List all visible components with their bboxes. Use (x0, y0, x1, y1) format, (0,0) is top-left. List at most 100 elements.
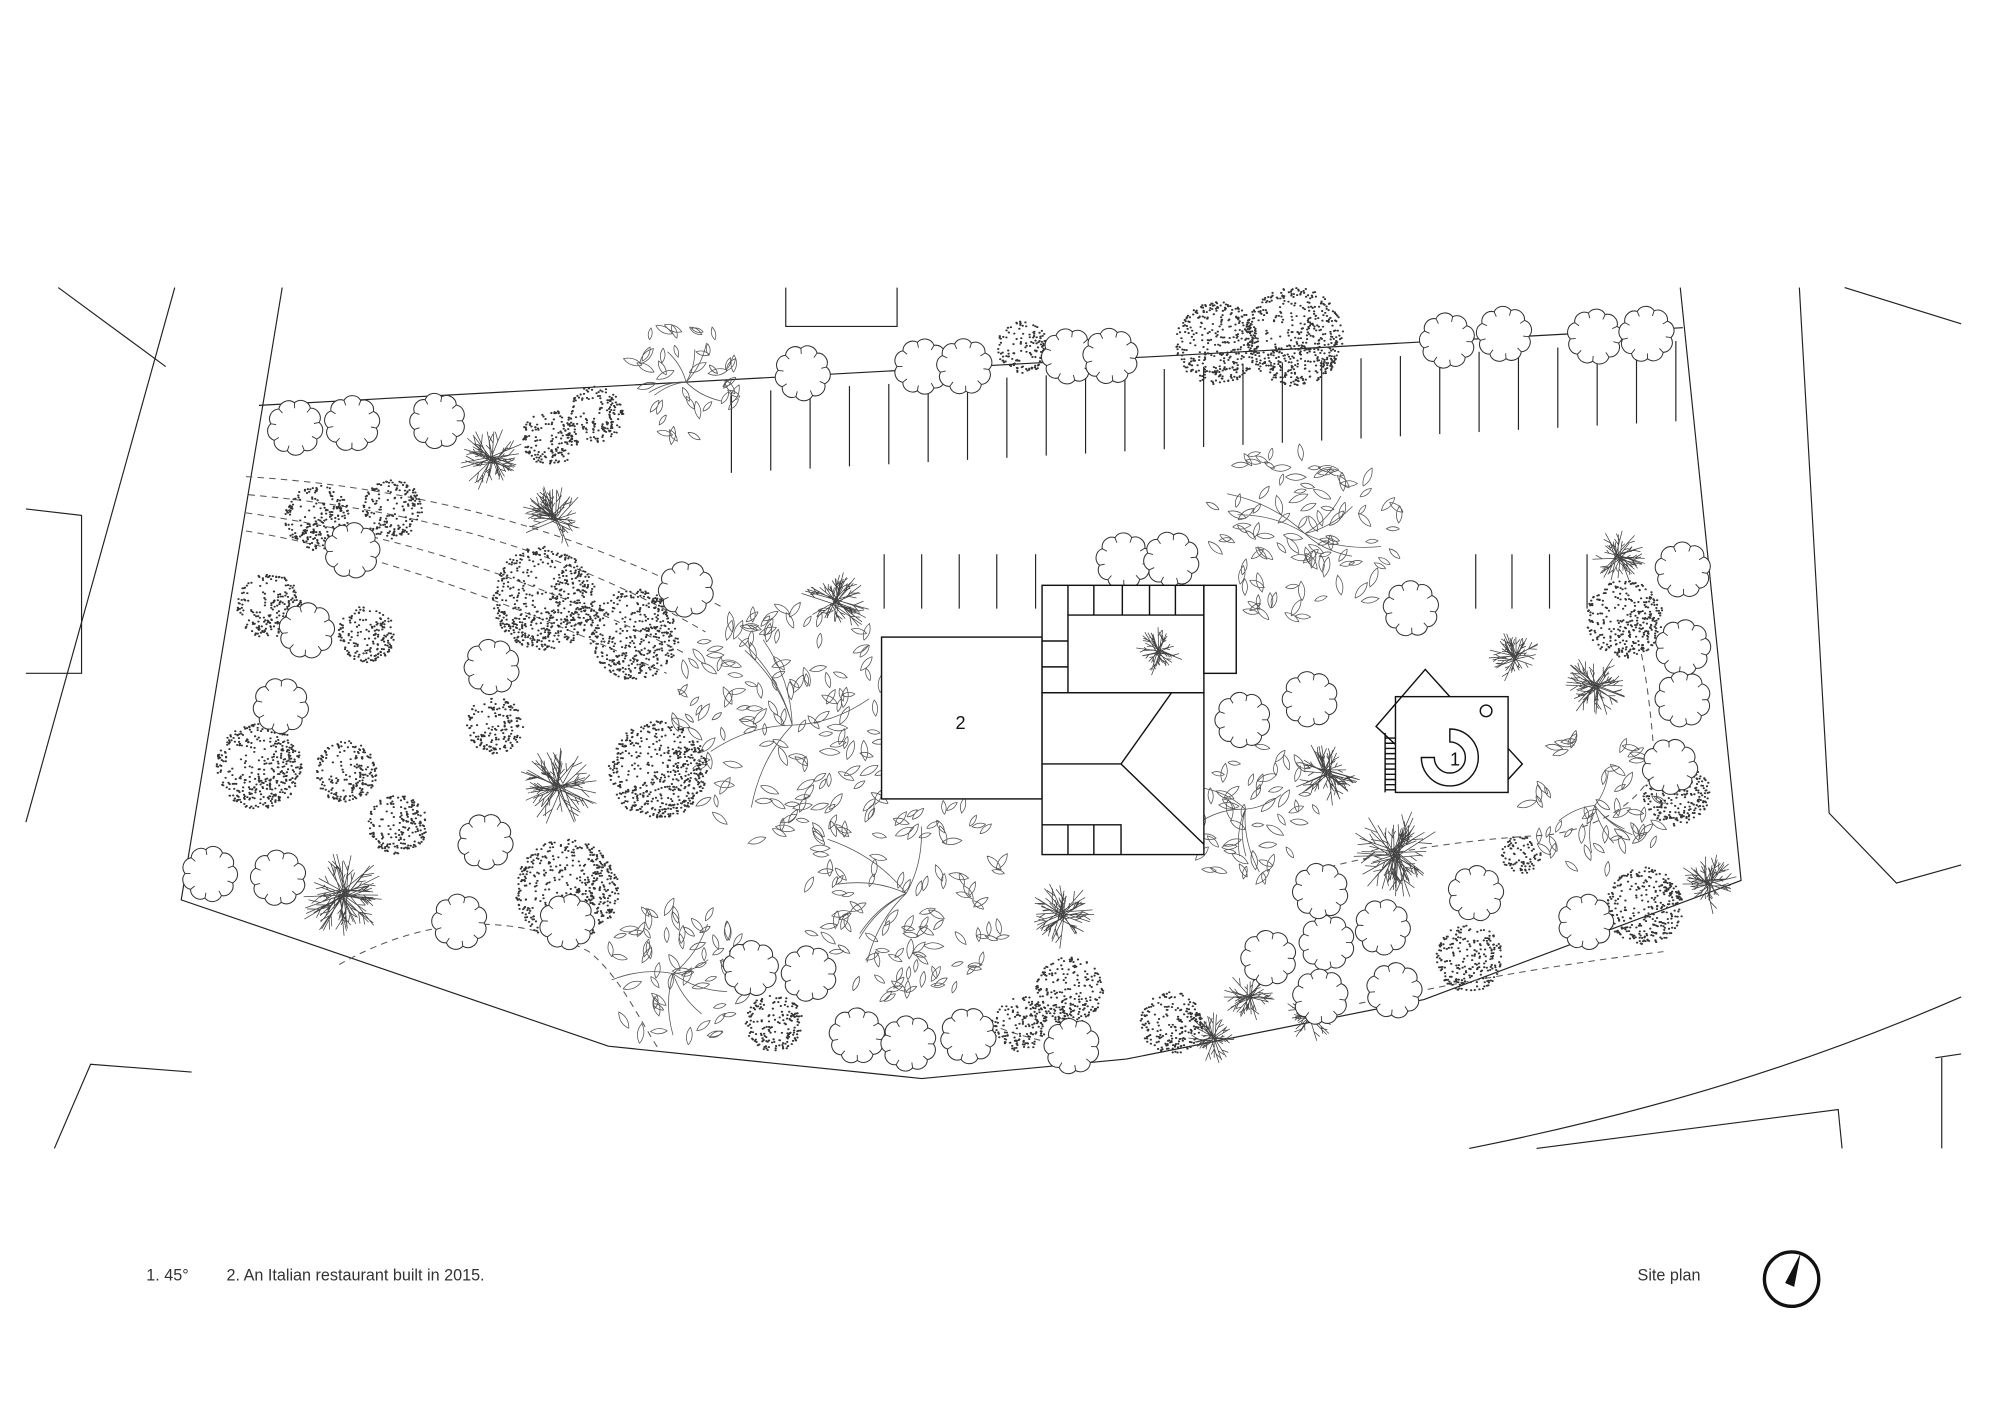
shrub-spiky (520, 747, 597, 824)
building-2-restaurant (880, 584, 1237, 856)
tree-round-canopy (463, 638, 520, 696)
tree-round-canopy (1143, 531, 1200, 588)
tree-round (940, 1008, 997, 1065)
tree-round-canopy (1298, 914, 1355, 971)
tree-round-canopy (1095, 532, 1152, 589)
tree-round-notches (1358, 902, 1407, 952)
tree-round (1654, 671, 1711, 728)
tree-round (1043, 1018, 1100, 1075)
tree-round (324, 522, 381, 579)
footpath (245, 476, 726, 610)
tree-round (1382, 580, 1439, 637)
tree-round-notches (542, 897, 591, 947)
footpath (245, 530, 667, 674)
tree-round (324, 395, 381, 451)
tree-round-notches (1423, 316, 1472, 366)
tree-round (1642, 739, 1699, 795)
tree-stipple (361, 479, 424, 540)
tree-round-canopy (1475, 305, 1533, 362)
tree-stipple (588, 588, 680, 680)
tree-round-notches (940, 342, 989, 392)
road-edge (1469, 996, 1962, 1149)
tree-stipple (1606, 866, 1683, 945)
tree-round-notches (1645, 741, 1695, 791)
tree-round-notches (1296, 866, 1346, 915)
tree-round (936, 338, 993, 395)
tree-round-canopy (1642, 739, 1699, 795)
tree-stipple (997, 320, 1050, 374)
tree-round (457, 814, 514, 870)
tree-round (1143, 531, 1200, 588)
tree-stipple (315, 740, 378, 803)
tree-round (1447, 865, 1505, 922)
legend-item-1: 1. 45° (146, 1266, 188, 1284)
shrub-spiky (1136, 627, 1183, 676)
tree-round-notches (461, 817, 510, 866)
tree-round (1567, 308, 1624, 365)
tree-round-notches (1570, 312, 1619, 362)
tree-round-notches (1451, 869, 1500, 918)
tree-round-canopy (278, 602, 335, 659)
tree-round (249, 849, 306, 906)
tree-round-notches (1622, 310, 1672, 359)
tree-round-canopy (249, 849, 306, 906)
tree-round (1298, 914, 1355, 971)
tree-round-notches (254, 853, 303, 903)
spiral-ramp (1420, 728, 1479, 787)
road-edges (25, 287, 1962, 1150)
footpath (1317, 776, 1651, 871)
tree-round (722, 940, 779, 996)
bottom-bays (1042, 824, 1122, 855)
tree-round (463, 638, 520, 696)
tree-stipple (215, 723, 303, 810)
tree-round-notches (1086, 332, 1136, 381)
courtyard-bays (1042, 585, 1177, 668)
tree-round-canopy (252, 678, 309, 735)
tree-stipple (284, 484, 350, 551)
tree-round (880, 1015, 937, 1072)
tree-round (1082, 327, 1139, 384)
north-lot-outline (785, 287, 898, 327)
tree-round-notches (468, 642, 517, 691)
tree-round-notches (185, 849, 234, 899)
tree-round (1366, 962, 1423, 1019)
tree-round-canopy (1354, 899, 1411, 956)
tree-round-notches (726, 945, 775, 994)
tree-round-canopy (722, 940, 779, 996)
shrub-spiky (1188, 1012, 1235, 1063)
tree-round-canopy (267, 399, 324, 456)
tree-leafy (1205, 443, 1404, 623)
tree-leafy (804, 780, 1010, 1003)
tree-round-canopy (828, 1007, 885, 1064)
parking-stripes (730, 341, 1677, 609)
shrub-spiky (1592, 530, 1646, 581)
road-edge (1844, 287, 1962, 325)
tree-round-notches (270, 402, 320, 451)
tree-round-canopy (1281, 671, 1338, 728)
tree-round (431, 893, 488, 950)
tree-round (1654, 541, 1711, 598)
tree-round-notches (885, 1019, 934, 1068)
shrub-spiky (1033, 883, 1095, 949)
tree-round-canopy (1214, 691, 1270, 749)
road-edge (25, 287, 176, 823)
tree-round (1655, 619, 1712, 676)
tree-round (1292, 862, 1349, 920)
shrub-spiky (1223, 971, 1275, 1021)
shrub-spiky (1296, 744, 1360, 806)
tree-stipple (1586, 580, 1664, 659)
tree-round (657, 561, 714, 618)
tree-round-notches (435, 897, 485, 947)
tree-round-canopy (880, 1015, 937, 1072)
tree-round (1618, 305, 1675, 362)
tree-round-canopy (409, 392, 465, 449)
tree-round-canopy (431, 893, 488, 950)
tree-round-canopy (780, 945, 837, 1002)
building-2-label: 2 (955, 713, 965, 733)
roof-hip-lines (1042, 692, 1205, 845)
tree-round-canopy (324, 522, 381, 579)
tree-round-canopy (324, 395, 381, 451)
building-1-pavilion (1375, 668, 1524, 794)
site-boundary (180, 287, 1742, 1080)
shrub-spiky (303, 853, 382, 936)
